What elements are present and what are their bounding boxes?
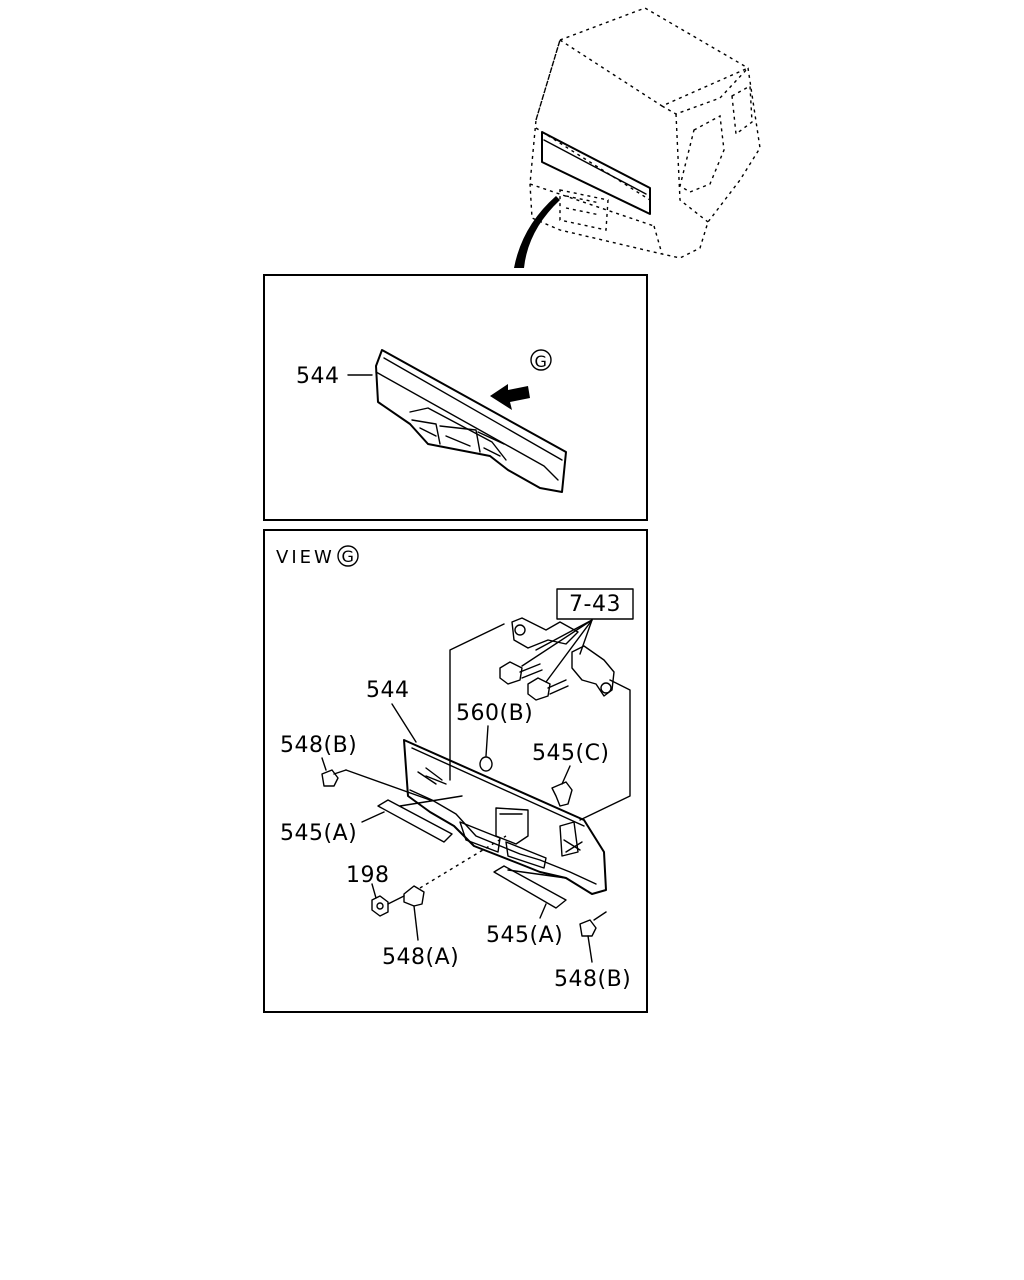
grille-544-rear [403, 739, 607, 895]
view-g-panel [263, 529, 648, 1013]
part-545c [551, 781, 573, 807]
part-198-hole [376, 902, 384, 910]
label-544-lower: 544 [366, 678, 410, 703]
leader-548a [413, 905, 419, 941]
label-548b-right: 548(B) [554, 967, 631, 992]
guide-545a-right [507, 869, 567, 879]
guide-545a-left [399, 795, 463, 807]
guide-548b-right [593, 911, 607, 921]
leader-545a-left [361, 811, 385, 823]
leader-7-43-c [545, 619, 593, 683]
leader-544-lower [391, 703, 417, 743]
leader-545c [561, 765, 571, 785]
guide-line-left [449, 623, 505, 781]
label-7-43: 7-43 [569, 592, 621, 617]
bolts [499, 661, 569, 701]
view-marker-circle-top [530, 349, 552, 371]
part-545a-left [377, 799, 453, 843]
guide-line-right [579, 679, 631, 821]
part-548b-left [321, 769, 339, 787]
guide-548a [419, 835, 507, 889]
view-marker-label: G [342, 547, 355, 566]
label-544-top: 544 [296, 364, 340, 389]
label-548a: 548(A) [382, 945, 459, 970]
ref-box-7-43 [556, 588, 634, 620]
part-548b-right [579, 919, 597, 937]
label-545a-left: 545(A) [280, 821, 357, 846]
grille-overview-panel [263, 274, 648, 521]
grille-544-overview [375, 349, 567, 493]
label-545a-right: 545(A) [486, 923, 563, 948]
view-marker-top: G [535, 352, 548, 371]
part-548b-left-shaft [333, 769, 347, 775]
view-title: VIEW [276, 547, 335, 568]
label-548b-left: 548(B) [280, 733, 357, 758]
leader-198 [371, 883, 377, 899]
leader-7-43-d [579, 619, 593, 655]
leader-548b-right [587, 935, 593, 963]
part-560b [479, 756, 493, 772]
view-marker-circle [337, 545, 359, 567]
guide-548b-left [345, 769, 431, 801]
leader-545a-right [539, 903, 547, 919]
label-198: 198 [346, 863, 390, 888]
part-545a-right [493, 865, 567, 909]
leader-7-43-b [521, 619, 593, 667]
leader-560b [485, 725, 489, 757]
truck-cab-illustration [514, 7, 761, 268]
label-545c: 545(C) [532, 741, 610, 766]
leader-548b-left [321, 757, 327, 771]
mounting-brackets [511, 617, 615, 697]
guide-198 [387, 895, 405, 905]
leader-7-43-a [535, 619, 593, 651]
view-direction-arrow [490, 384, 530, 410]
part-548a [403, 885, 425, 907]
part-198-nut [371, 895, 389, 917]
label-560b: 560(B) [456, 701, 533, 726]
